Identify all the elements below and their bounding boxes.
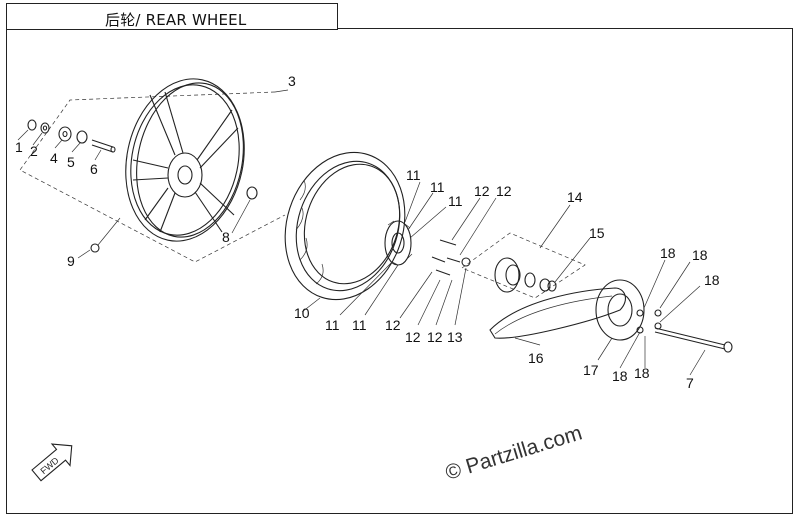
- diagram-frame: [6, 28, 793, 514]
- callout-18a: 18: [660, 245, 676, 261]
- callout-18d: 18: [612, 368, 628, 384]
- watermark: © Partzilla.com: [443, 421, 585, 484]
- callout-11c: 11: [448, 193, 463, 209]
- callout-12c: 12: [385, 317, 401, 333]
- callout-17: 17: [583, 362, 599, 378]
- rear-tire: [284, 151, 406, 313]
- callout-3: 3: [288, 73, 296, 89]
- callout-5: 5: [67, 154, 75, 170]
- front-direction-marker: FWD: [31, 443, 73, 482]
- callout-15: 15: [589, 225, 605, 241]
- callout-2: 2: [30, 143, 38, 159]
- callout-labels: 1 2 4 5 6 3 9 8 10 11 11 11 11 11 12 12 …: [15, 73, 720, 391]
- callout-11b: 11: [430, 179, 445, 195]
- callout-12b: 12: [496, 183, 512, 199]
- rear-wheel-rim: [77, 78, 258, 259]
- sprocket-hub: [461, 204, 591, 299]
- callout-13: 13: [447, 329, 463, 345]
- hub-bolts: [399, 197, 497, 326]
- cush-drive-dampers: [339, 181, 447, 316]
- title-box: 后轮/ REAR WHEEL: [6, 3, 338, 30]
- callout-12e: 12: [427, 329, 443, 345]
- callout-16: 16: [528, 350, 544, 366]
- callout-7: 7: [686, 375, 694, 391]
- callout-10: 10: [294, 305, 310, 321]
- callout-12d: 12: [405, 329, 421, 345]
- callout-9: 9: [67, 253, 75, 269]
- callout-18e: 18: [634, 365, 650, 381]
- callout-11d: 11: [325, 317, 340, 333]
- wheel-group-outline: [19, 89, 289, 263]
- callout-11e: 11: [352, 317, 367, 333]
- callout-1: 1: [15, 139, 23, 155]
- page-title: 后轮/ REAR WHEEL: [105, 11, 247, 29]
- callout-6: 6: [90, 161, 98, 177]
- callout-18b: 18: [692, 247, 708, 263]
- axle-and-nuts: [619, 259, 733, 376]
- callout-8: 8: [222, 229, 230, 245]
- drive-chain-and-sprocket: [489, 279, 645, 361]
- callout-11a: 11: [406, 167, 421, 183]
- callout-12a: 12: [474, 183, 490, 199]
- axle-hardware: [17, 119, 116, 161]
- callout-18c: 18: [704, 272, 720, 288]
- callout-14: 14: [567, 189, 583, 205]
- callout-4: 4: [50, 150, 58, 166]
